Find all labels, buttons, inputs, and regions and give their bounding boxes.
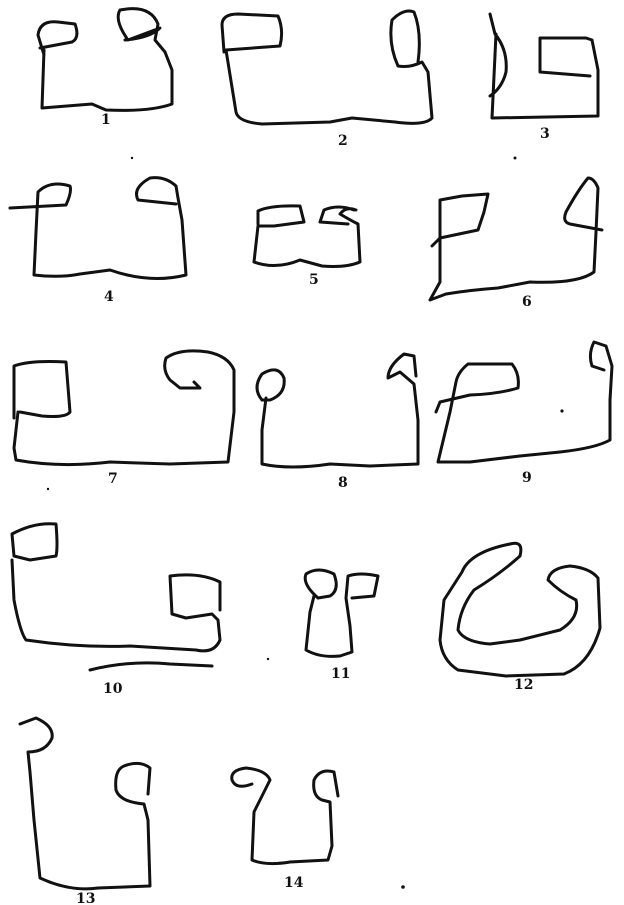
drawing-8-stroke [257,354,418,467]
drawing-11-stroke [305,570,378,656]
speck [267,658,269,660]
speck [401,885,405,889]
speck [560,409,563,412]
drawing-5: 5 [254,206,360,288]
label-5: 5 [309,272,319,288]
label-9: 9 [522,470,532,486]
drawing-3-stroke [490,14,598,118]
label-13: 13 [76,891,95,905]
drawing-12: 12 [440,543,600,693]
drawing-7: 7 [14,351,234,487]
drawing-2: 2 [222,11,432,149]
drawing-4-stroke [10,178,186,279]
drawing-6: 6 [430,178,602,310]
label-1: 1 [101,112,111,128]
drawing-13: 13 [20,718,150,905]
drawing-10-stroke [12,524,220,670]
drawing-9-stroke [436,342,612,462]
drawing-5-stroke [254,206,360,267]
label-7: 7 [108,471,118,487]
drawing-1: 1 [38,9,172,128]
drawing-12-stroke [440,543,600,676]
label-6: 6 [522,294,532,310]
drawing-14-stroke [232,768,338,864]
label-3: 3 [540,126,550,142]
drawing-6-stroke [430,178,602,300]
drawing-9: 9 [436,342,612,486]
drawing-11: 11 [305,570,378,682]
label-4: 4 [104,289,114,305]
label-10: 10 [103,681,123,697]
drawing-2-stroke [222,11,432,124]
drawing-3: 3 [490,14,598,142]
label-11: 11 [331,666,350,682]
label-14: 14 [284,875,304,891]
speck [131,157,133,159]
label-2: 2 [338,133,348,149]
drawing-13-stroke [20,718,150,889]
stray-marks [47,157,564,889]
speck [47,488,49,490]
drawing-8: 8 [257,354,418,491]
drawing-14: 14 [232,768,338,891]
drawing-10: 10 [12,524,220,697]
drawing-4: 4 [10,178,186,305]
drawing-7-stroke [14,351,234,465]
label-8: 8 [338,475,348,491]
drawing-1-stroke [38,9,172,111]
label-12: 12 [514,677,533,693]
speck [514,157,517,160]
